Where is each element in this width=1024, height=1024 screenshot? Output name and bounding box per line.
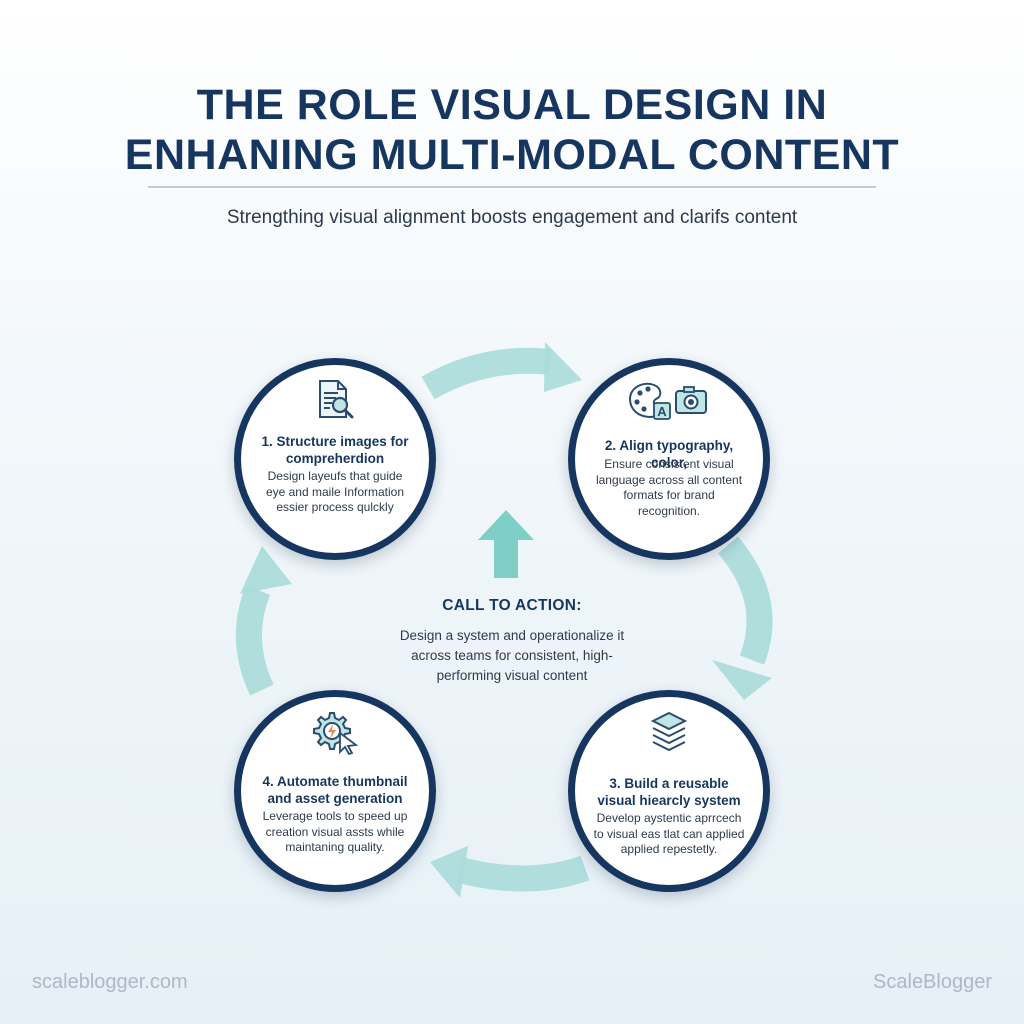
- footer-website: scaleblogger.com: [32, 971, 188, 993]
- palette-font-camera-icon: A: [575, 377, 763, 421]
- step-1-node: 1. Structure images for compreherdion De…: [234, 358, 436, 560]
- step-4-title: 4. Automate thumbnail and asset generati…: [262, 774, 408, 806]
- title-divider: [148, 186, 876, 188]
- title-line-1: THE ROLE VISUAL DESIGN IN: [196, 81, 828, 129]
- gear-cursor-icon: [241, 709, 429, 755]
- step-3-description: Develop aystentic aprrcech to visual eas…: [593, 811, 745, 856]
- title-line-2: ENHANING MULTI-MODAL CONTENT: [124, 131, 900, 179]
- document-magnifier-icon: [241, 377, 429, 421]
- step-3-node: 3. Build a reusable visual hiearcly syst…: [568, 690, 770, 892]
- footer-brand: ScaleBlogger: [873, 971, 992, 993]
- arrow-bottom-left: [456, 855, 590, 892]
- arrow-right-down: [717, 536, 773, 665]
- page-title: THE ROLE VISUAL DESIGN IN ENHANING MULTI…: [0, 80, 1024, 180]
- step-2-description: Ensure consistent visual language across…: [595, 457, 743, 518]
- arrowhead-right: [712, 660, 772, 700]
- layers-stack-icon: [575, 709, 763, 753]
- step-1-title: 1. Structure images for compreherdion: [261, 434, 409, 466]
- arrow-left-up: [235, 585, 274, 696]
- cta-text: Design a system and operationalize it ac…: [399, 628, 625, 683]
- up-arrow-icon: [478, 510, 534, 578]
- step-2-node: A 2. Align typography, color, Ensure con…: [568, 358, 770, 560]
- step-2-title: 2. Align typography, color,: [604, 438, 734, 470]
- arrow-top-right: [421, 347, 552, 400]
- step-1-description: Design layeufs that guide eye and maile …: [265, 469, 405, 514]
- step-4-description: Leverage tools to speed up creation visu…: [262, 809, 408, 854]
- arrowhead-top: [544, 342, 582, 392]
- svg-text:A: A: [657, 404, 667, 419]
- cta-label: CALL TO ACTION:: [442, 597, 582, 614]
- arrowhead-left: [240, 546, 292, 594]
- arrowhead-bottom: [430, 846, 468, 898]
- step-4-node: 4. Automate thumbnail and asset generati…: [234, 690, 436, 892]
- step-3-title: 3. Build a reusable visual hiearcly syst…: [597, 776, 741, 808]
- subtitle: Strengthing visual alignment boosts enga…: [226, 207, 798, 228]
